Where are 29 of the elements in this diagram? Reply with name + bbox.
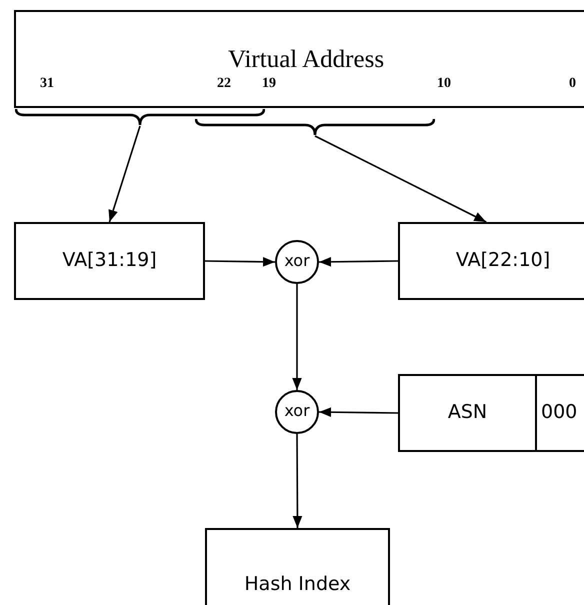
arrow [292, 284, 302, 390]
operator-label: xor [283, 401, 311, 420]
curly-brace [15, 108, 265, 126]
xor-circle [275, 240, 319, 284]
register-box [14, 222, 205, 300]
bit-number: 22 [217, 76, 231, 92]
xor-circle [275, 390, 319, 434]
register-title: Virtual Address [226, 46, 386, 74]
arrow [318, 257, 398, 267]
arrow [292, 434, 302, 528]
operator-label: xor [283, 251, 311, 270]
register-label: Hash Index [243, 573, 352, 595]
bit-number: 31 [40, 76, 54, 92]
register-label: VA[31:19] [61, 249, 158, 271]
register-box [398, 222, 584, 300]
bit-number: 19 [262, 76, 276, 92]
arrow [318, 407, 398, 417]
bit-number: 0 [569, 76, 576, 92]
bit-number: 10 [437, 76, 451, 92]
register-box [205, 528, 390, 605]
register-box [398, 374, 584, 452]
address-register [14, 10, 584, 108]
register-label: 000 [541, 401, 578, 423]
register-label: ASN [446, 401, 488, 423]
register-label: VA[22:10] [454, 249, 552, 271]
curly-brace [195, 118, 435, 136]
arrow [314, 135, 487, 223]
arrow [108, 126, 141, 222]
arrow [204, 257, 276, 267]
